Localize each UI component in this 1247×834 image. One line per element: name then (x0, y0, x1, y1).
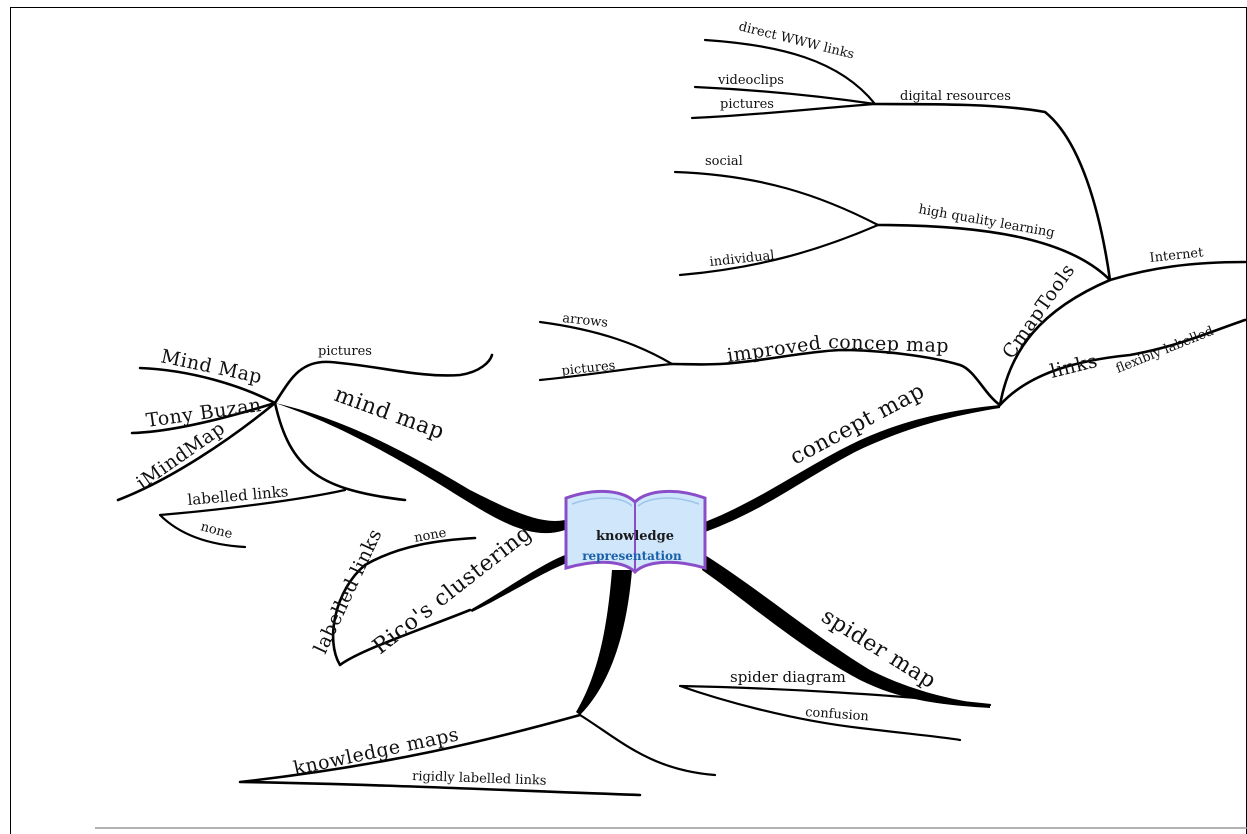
link-mm-imindmap (116, 401, 277, 502)
link-sm-diagram (678, 684, 992, 742)
label-flexibly: flexibly labelled (1114, 324, 1216, 377)
link-cm-digital (873, 102, 1112, 282)
link-mm-mindmap (138, 366, 277, 405)
label-cmaptools: CmapTools (998, 260, 1079, 363)
label-mind-map: mind map (331, 382, 448, 445)
link-cm-improved (670, 348, 1002, 407)
label-internet: Internet (1149, 245, 1205, 266)
link-cm-links (998, 318, 1247, 407)
link-cm-pictures (538, 362, 674, 382)
branch-concept-map (705, 405, 1000, 532)
central-line1: knowledge (596, 529, 674, 544)
link-km-right (578, 713, 717, 777)
branch-mind-map (275, 403, 565, 534)
label-links: links (1048, 350, 1100, 383)
label-concep-map: concep map (828, 331, 950, 357)
label-confusion: confusion (805, 705, 870, 724)
label-cm-pictures: pictures (561, 358, 616, 379)
branch-ricos (470, 555, 567, 612)
label-improved: improved (726, 332, 823, 367)
label-digital-resources: digital resources (900, 89, 1011, 104)
label-hql: high quality learning (917, 202, 1055, 241)
label-mm-mindmap: Mind Map (159, 345, 264, 388)
link-dr-www (703, 38, 877, 106)
link-cm-internet (1108, 260, 1247, 282)
link-km-main (238, 713, 642, 797)
label-direct-www: direct WWW links (737, 19, 856, 62)
link-mm-tony (130, 401, 277, 435)
label-mm-pictures: pictures (318, 344, 372, 359)
label-rc-none: none (413, 526, 448, 546)
label-mm-labelled: labelled links (187, 482, 289, 509)
link-cm-arrows (538, 320, 674, 366)
label-videoclips: videoclips (717, 73, 784, 88)
label-rigidly: rigidly labelled links (412, 769, 547, 789)
label-dr-pictures: pictures (720, 97, 774, 112)
link-dr-pictures (690, 102, 877, 120)
link-mm-labelled (273, 401, 407, 502)
label-individual: individual (709, 248, 775, 270)
link-hql-individual (678, 223, 880, 277)
link-mm-pictures (273, 353, 494, 405)
link-cm-cmaptools (998, 278, 1112, 407)
link-cm-hql (876, 223, 1112, 282)
link-dr-videoclips (693, 85, 877, 106)
label-mm-none: none (199, 519, 234, 542)
link-mm-labelled-none (158, 488, 347, 549)
label-spider-diagram: spider diagram (730, 668, 846, 686)
label-social: social (705, 154, 743, 169)
link-rc-labelled (331, 536, 477, 667)
central-line2: representation (582, 549, 682, 563)
link-hql-social (673, 170, 880, 227)
branch-knowledge-maps (576, 570, 632, 715)
book-icon (564, 489, 707, 575)
label-cm-arrows: arrows (562, 311, 609, 331)
